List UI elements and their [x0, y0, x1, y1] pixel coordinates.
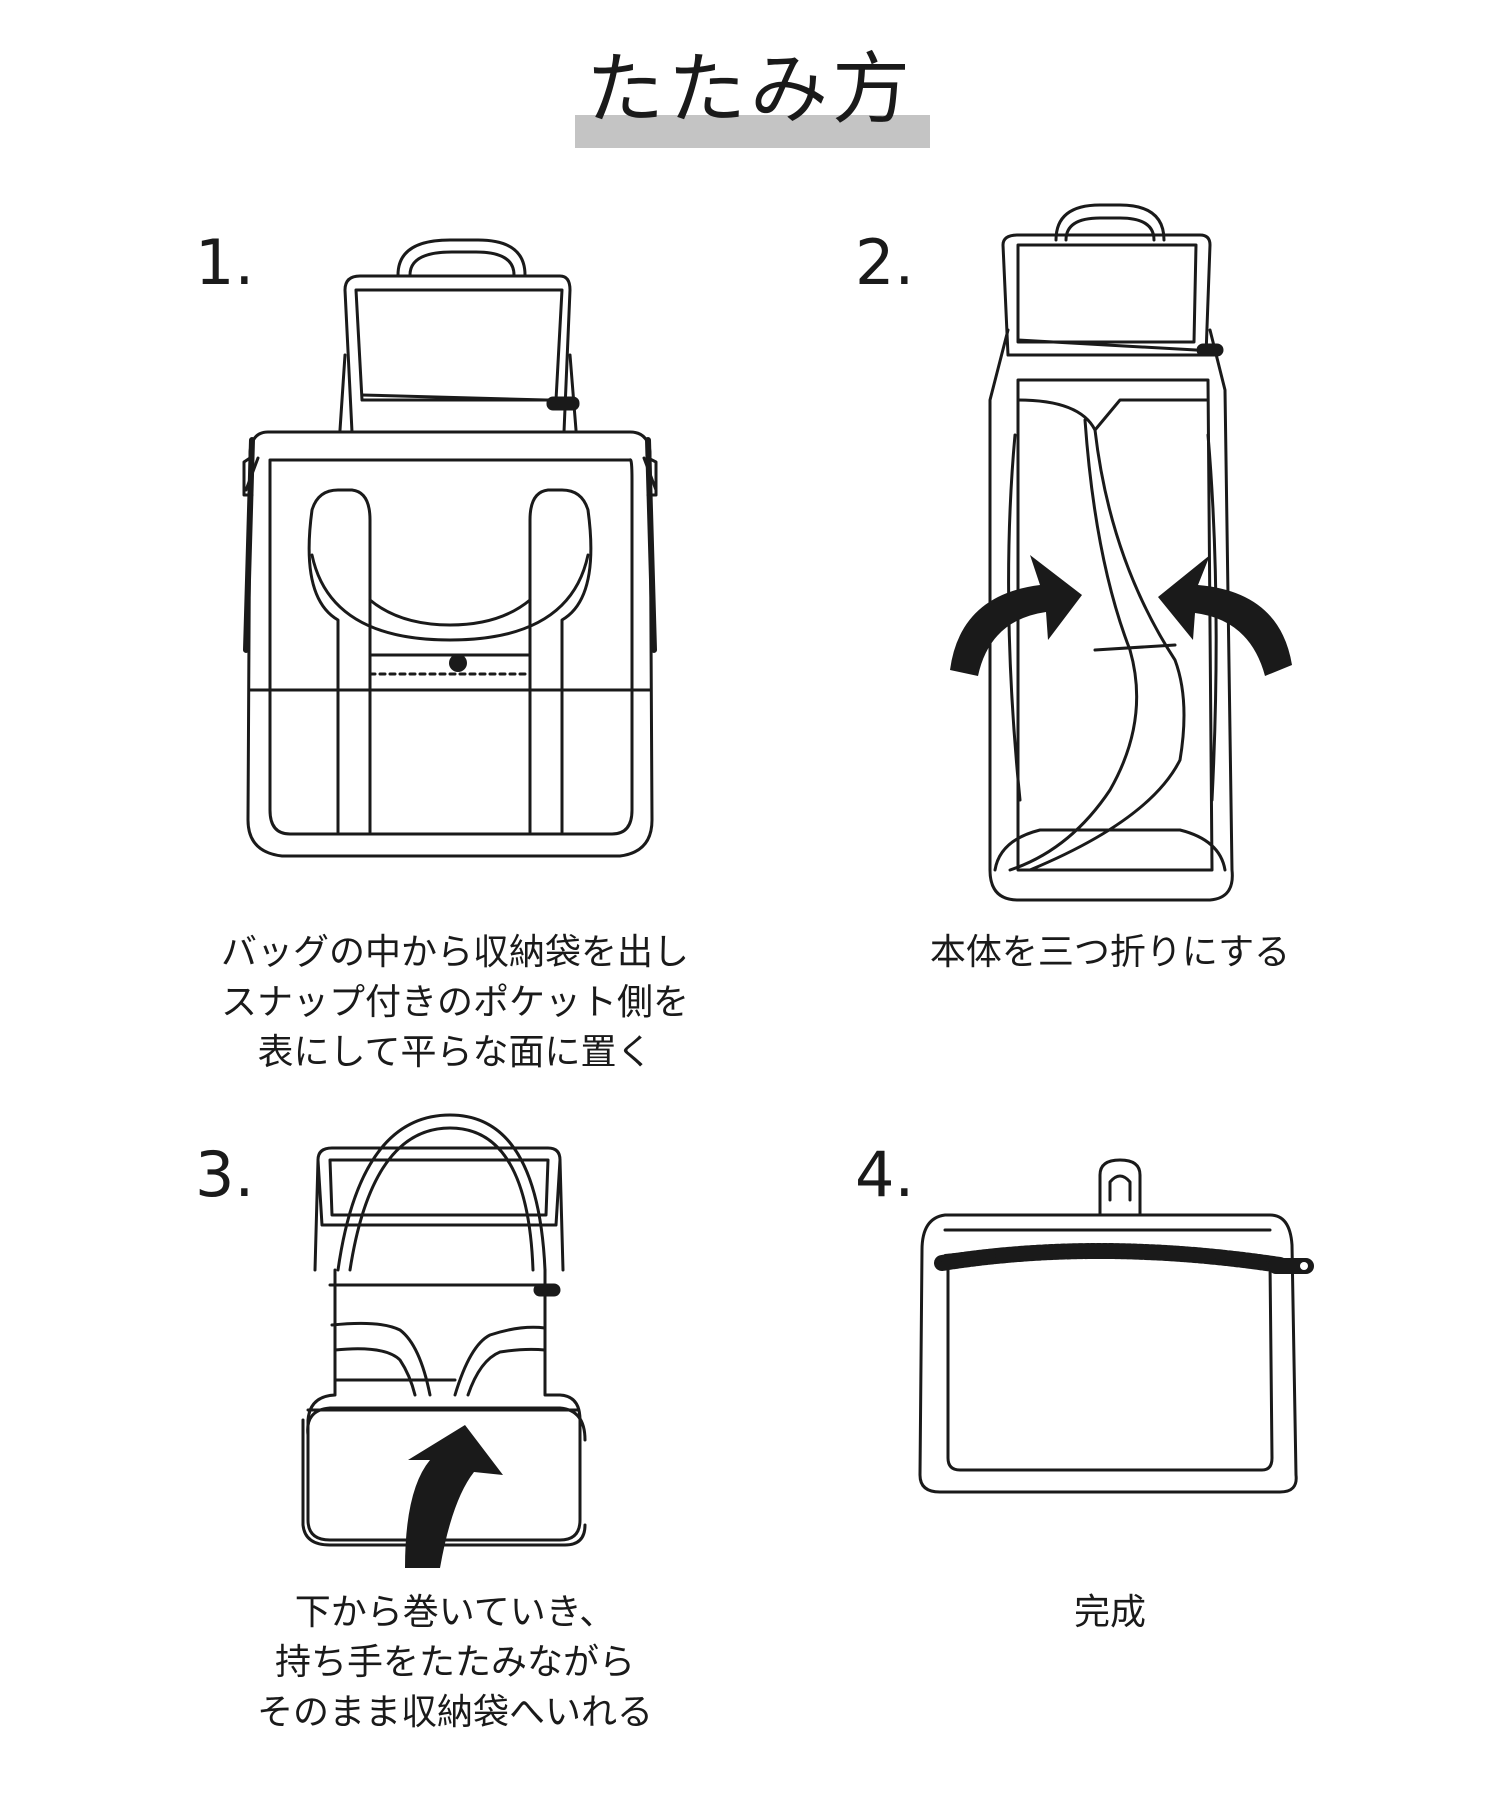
pouch-illustration [918, 1158, 1314, 1494]
fold-arrow-icon [950, 555, 1082, 676]
title-underline-bar [575, 115, 930, 148]
step-3-number: 3. [195, 1138, 255, 1211]
rolling-bag-illustration [301, 1113, 587, 1568]
folded-thirds-illustration [950, 203, 1292, 902]
caption-line: 表にして平らな面に置く [257, 1032, 653, 1073]
step-1-caption: バッグの中から収納袋を出し スナップ付きのポケット側を 表にして平らな面に置く [145, 928, 765, 1078]
step-3-caption: 下から巻いていき、 持ち手をたたみながら そのまま収納袋へいれる [145, 1588, 765, 1738]
caption-line: 本体を三つ折りにする [929, 932, 1291, 973]
caption-line: 持ち手をたたみながら [274, 1642, 635, 1683]
step-2-number: 2. [855, 226, 915, 299]
backpack-illustration [242, 238, 658, 858]
step-2-caption: 本体を三つ折りにする [800, 928, 1420, 978]
fold-arrow-icon [405, 1425, 503, 1568]
step-1-number: 1. [195, 226, 255, 299]
caption-line: スナップ付きのポケット側を [220, 982, 689, 1023]
caption-line: そのまま収納袋へいれる [256, 1692, 653, 1733]
fold-arrow-icon [1158, 555, 1292, 676]
step-4-number: 4. [855, 1138, 915, 1211]
caption-line: 完成 [1073, 1592, 1146, 1633]
page-title: たたみ方 [585, 45, 914, 135]
caption-line: 下から巻いていき、 [294, 1592, 616, 1633]
caption-line: バッグの中から収納袋を出し [220, 932, 689, 973]
step-4-caption: 完成 [800, 1588, 1420, 1638]
